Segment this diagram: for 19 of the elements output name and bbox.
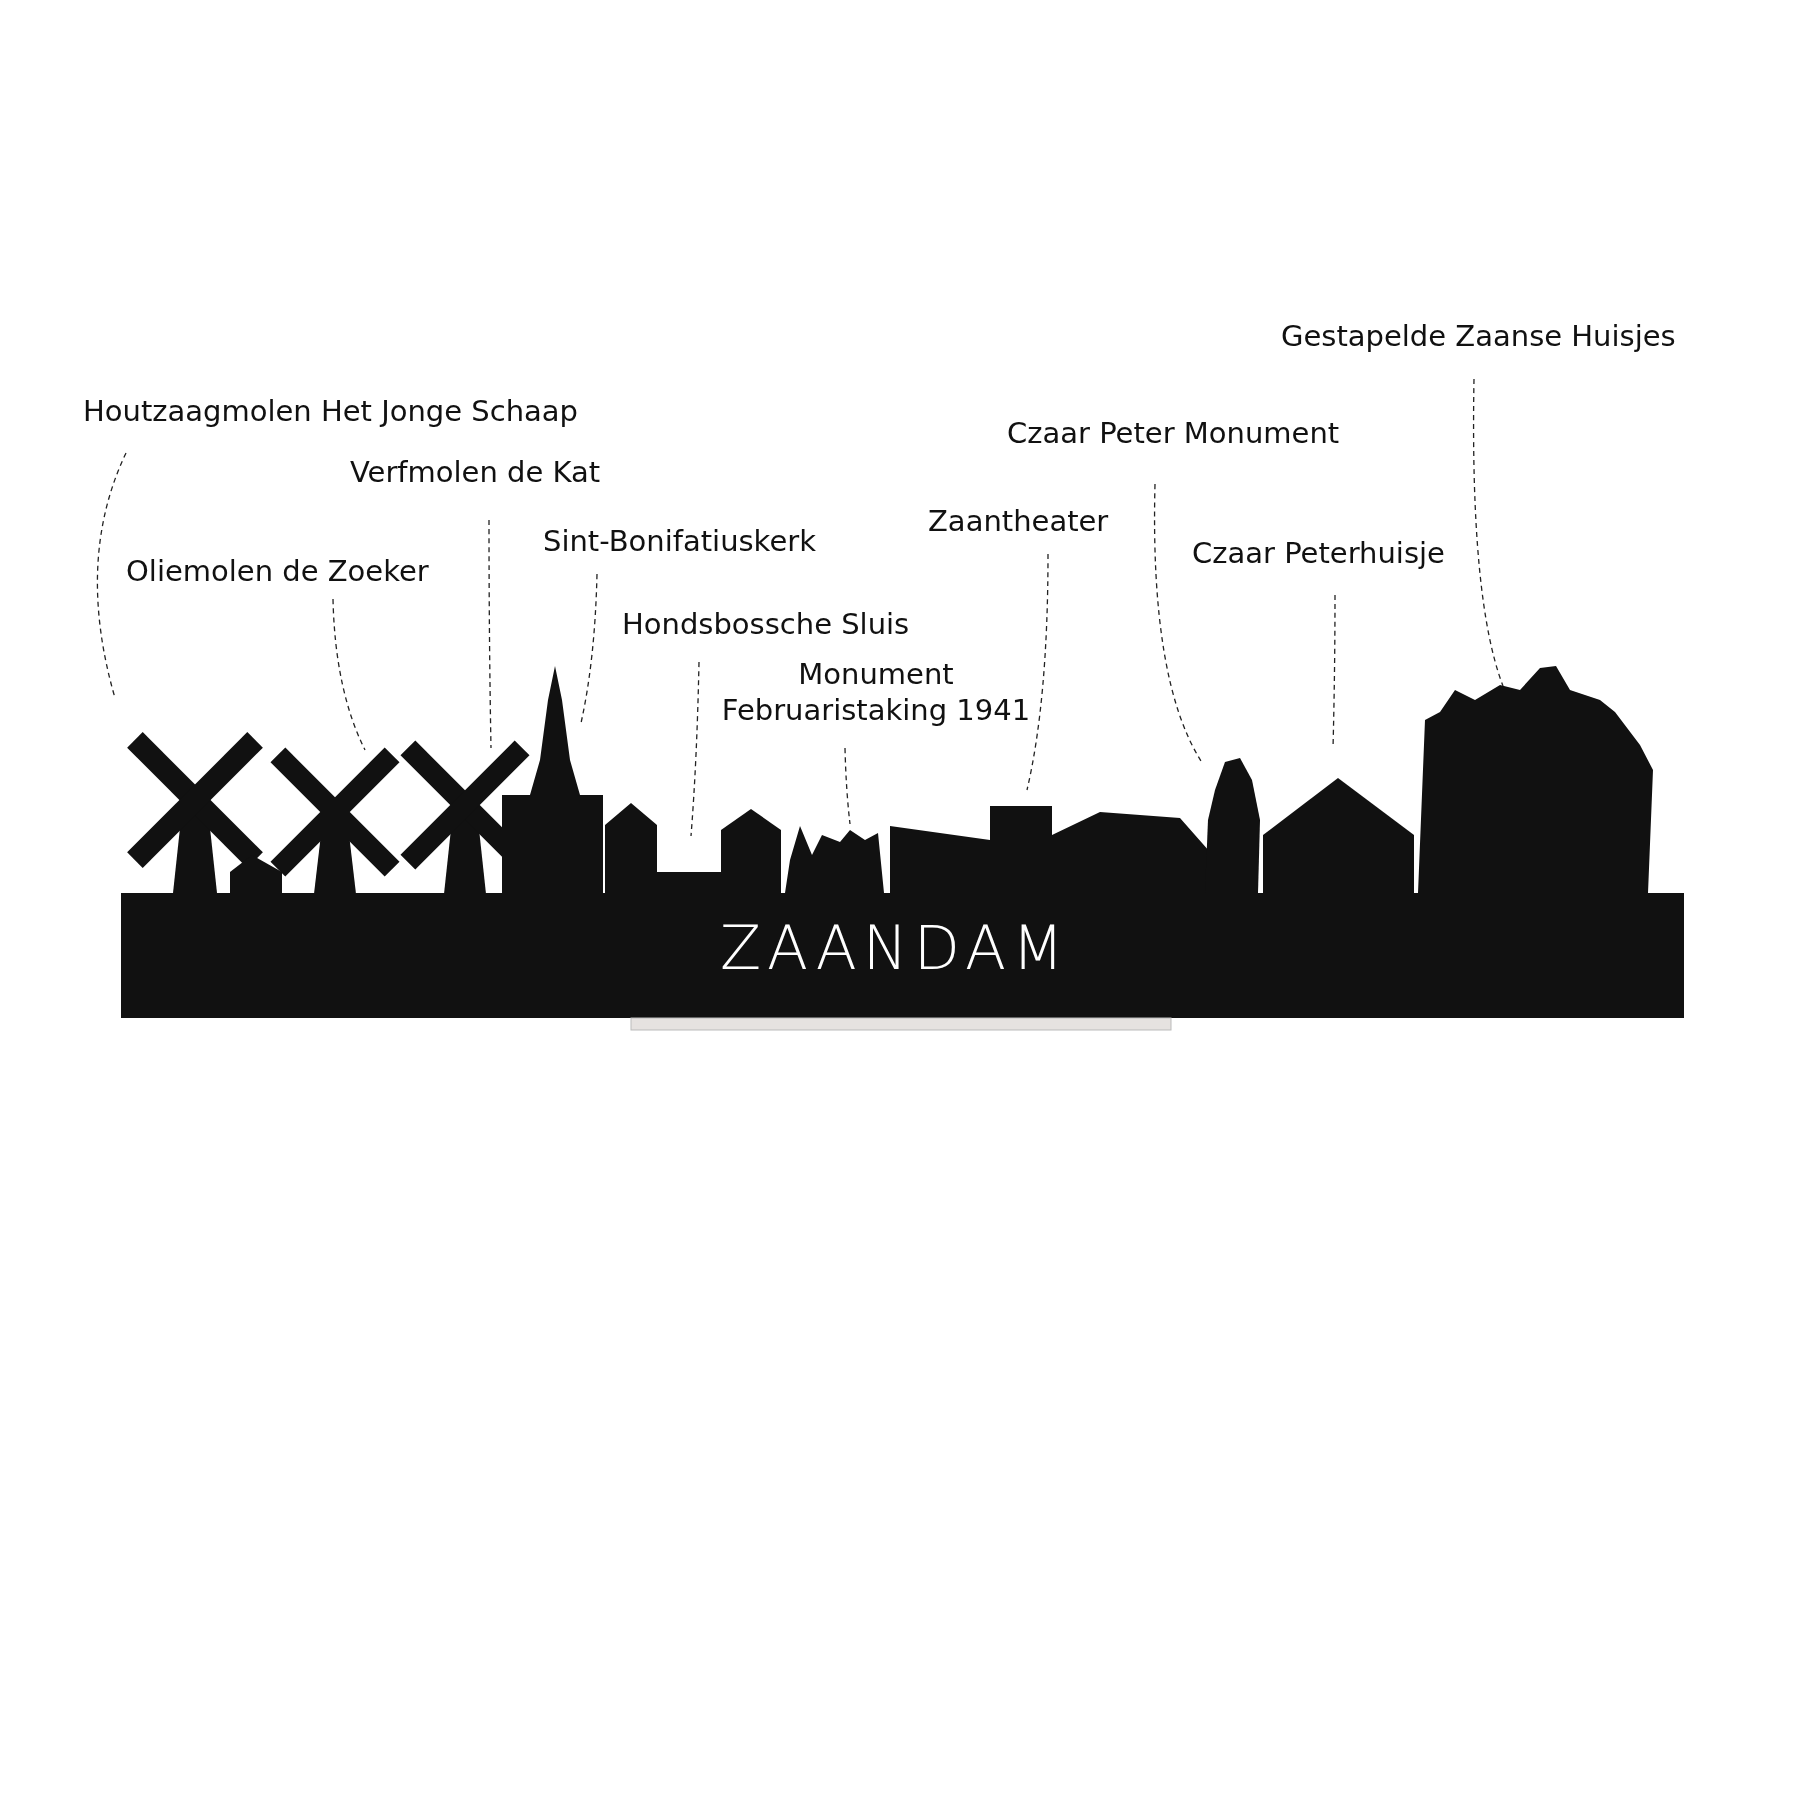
leader-line: [488, 519, 492, 749]
place-label: Czaar Peter Monument: [1007, 415, 1340, 451]
place-label: Houtzaagmolen Het Jonge Schaap: [83, 393, 579, 429]
place-label: Sint-Bonifatiuskerk: [543, 523, 816, 559]
leader-line: [580, 573, 598, 724]
leader-line: [844, 747, 851, 825]
place-label: Verfmolen de Kat: [350, 454, 601, 490]
place-label: Oliemolen de Zoeker: [126, 553, 429, 589]
place-label: Gestapelde Zaanse Huisjes: [1281, 318, 1676, 354]
leader-line: [690, 661, 700, 837]
place-label: Zaantheater: [928, 503, 1109, 539]
leader-line: [332, 598, 366, 751]
place-label: Czaar Peterhuisje: [1192, 535, 1445, 571]
city-name: ZAANDAM: [720, 918, 1070, 978]
leader-line: [1153, 483, 1202, 762]
leader-line: [1472, 378, 1504, 687]
place-label: Monument Februaristaking 1941: [716, 656, 1036, 728]
place-label: Hondsbossche Sluis: [622, 606, 910, 642]
leader-line: [1026, 553, 1049, 791]
